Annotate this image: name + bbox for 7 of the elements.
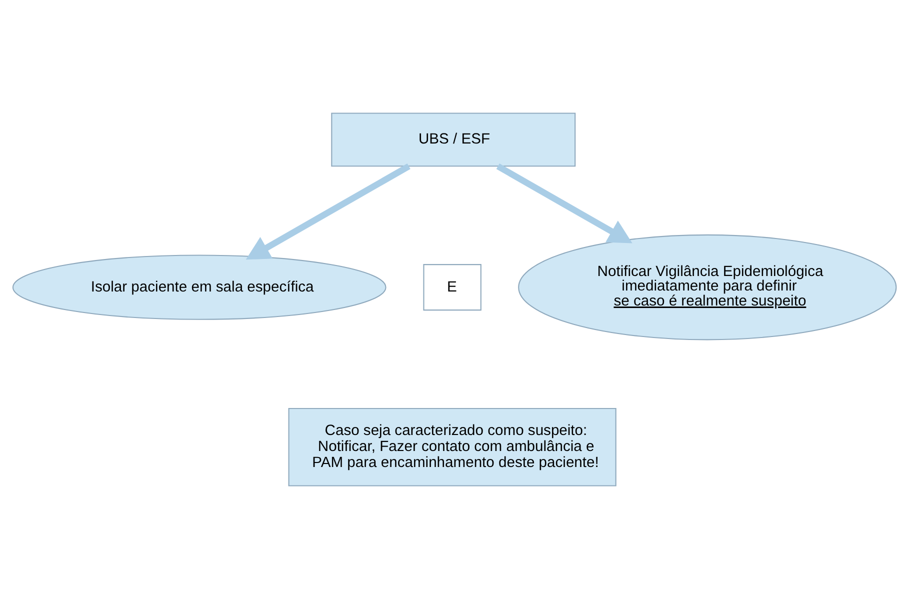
arrow — [496, 164, 632, 244]
node-box: E — [423, 264, 482, 311]
node-box: UBS / ESF — [331, 112, 576, 167]
node-box: Caso seja caracterizado como suspeito: Notificar, Fazer contato com ambulância e PAM para encaminhamento deste paciente! — [288, 408, 616, 486]
arrow — [246, 164, 410, 260]
node-ellipse: Isolar paciente em sala específica — [12, 254, 386, 320]
node-ellipse: Notificar Vigilância Epidemiológica imediatamente para definir se caso é realmente suspeito — [518, 234, 897, 340]
